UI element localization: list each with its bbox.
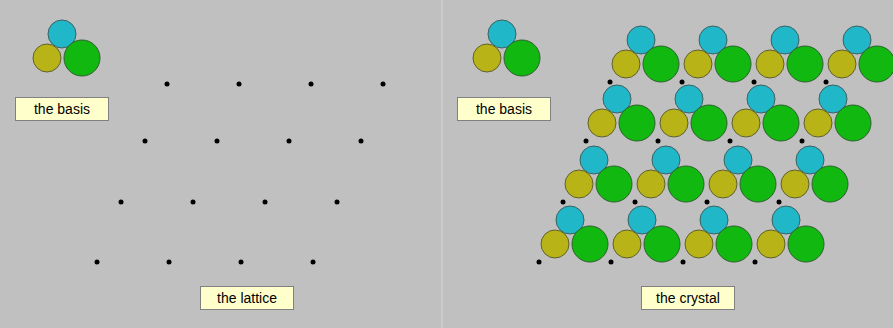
- atom-olive: [804, 109, 832, 137]
- atom-green: [596, 166, 632, 202]
- atom-green: [787, 46, 823, 82]
- lattice-point: [705, 200, 710, 205]
- lattice-point: [165, 82, 170, 87]
- lattice-point: [680, 80, 685, 85]
- lattice-point: [609, 260, 614, 265]
- lattice-point: [777, 200, 782, 205]
- atom-olive: [637, 170, 665, 198]
- lattice-point: [800, 139, 805, 144]
- atom-olive: [757, 230, 785, 258]
- lattice-point: [584, 139, 589, 144]
- lattice-point: [237, 82, 242, 87]
- atom-olive: [473, 44, 501, 72]
- lattice-point: [167, 260, 172, 265]
- atom-olive: [565, 170, 593, 198]
- lattice-point: [752, 80, 757, 85]
- atom-green: [716, 226, 752, 262]
- atom-green: [763, 105, 799, 141]
- atom-green: [788, 226, 824, 262]
- atom-green: [691, 105, 727, 141]
- lattice-point: [728, 139, 733, 144]
- atom-green: [504, 40, 540, 76]
- label-box: the crystal: [641, 286, 735, 310]
- atom-olive: [732, 109, 760, 137]
- atom-olive: [33, 44, 61, 72]
- atom-olive: [709, 170, 737, 198]
- lattice-point: [119, 200, 124, 205]
- lattice-point: [263, 200, 268, 205]
- lattice-point: [824, 80, 829, 85]
- lattice-point: [633, 200, 638, 205]
- atom-green: [644, 226, 680, 262]
- atom-olive: [613, 230, 641, 258]
- lattice-point: [537, 260, 542, 265]
- lattice-point: [381, 82, 386, 87]
- atom-olive: [588, 109, 616, 137]
- atom-green: [64, 40, 100, 76]
- lattice-point: [287, 139, 292, 144]
- atom-olive: [781, 170, 809, 198]
- lattice-point: [335, 200, 340, 205]
- label-text: the basis: [34, 101, 90, 117]
- atom-green: [643, 46, 679, 82]
- lattice-point: [359, 139, 364, 144]
- atom-olive: [660, 109, 688, 137]
- atom-green: [619, 105, 655, 141]
- lattice-point: [309, 82, 314, 87]
- atom-green: [715, 46, 751, 82]
- lattice-point: [239, 260, 244, 265]
- atom-green: [835, 105, 871, 141]
- lattice-point: [311, 260, 316, 265]
- lattice-point: [681, 260, 686, 265]
- atom-olive: [828, 50, 856, 78]
- atom-olive: [612, 50, 640, 78]
- label-text: the basis: [476, 101, 532, 117]
- label-box: the basis: [15, 97, 109, 121]
- atom-olive: [541, 230, 569, 258]
- atom-olive: [756, 50, 784, 78]
- label-box: the basis: [457, 97, 551, 121]
- atom-green: [859, 46, 893, 82]
- lattice-point: [191, 200, 196, 205]
- lattice-point: [753, 260, 758, 265]
- lattice-point: [561, 200, 566, 205]
- label-text: the crystal: [656, 290, 720, 306]
- atom-green: [572, 226, 608, 262]
- label-text: the lattice: [217, 290, 277, 306]
- atom-green: [740, 166, 776, 202]
- lattice-point: [95, 260, 100, 265]
- lattice-point: [608, 80, 613, 85]
- atom-green: [812, 166, 848, 202]
- lattice-point: [143, 139, 148, 144]
- atom-olive: [684, 50, 712, 78]
- lattice-point: [656, 139, 661, 144]
- atom-green: [668, 166, 704, 202]
- atom-olive: [685, 230, 713, 258]
- panel-divider: [442, 0, 443, 328]
- label-box: the lattice: [200, 286, 294, 310]
- lattice-point: [215, 139, 220, 144]
